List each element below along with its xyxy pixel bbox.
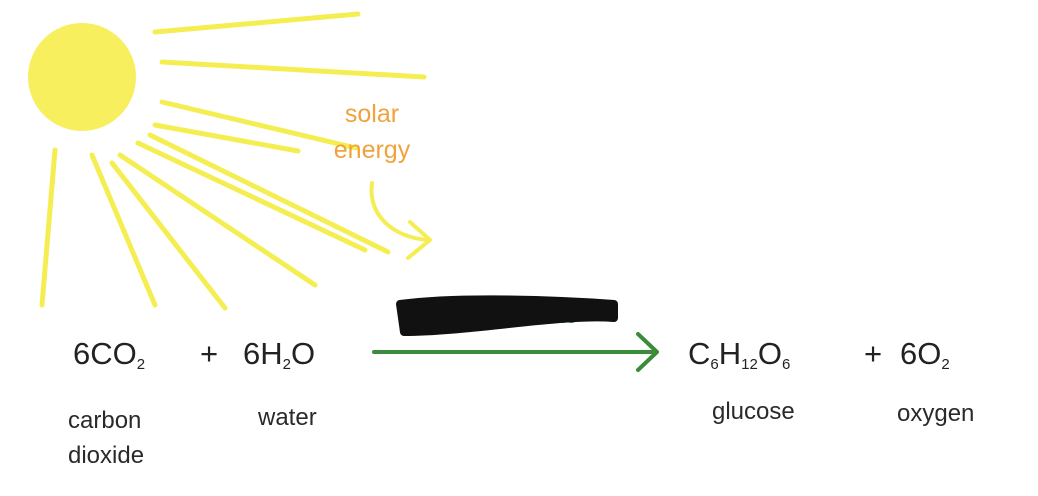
o2-formula: 6O2 [900,336,950,373]
glucose-c: C [688,336,711,371]
plus-sign: + [200,336,219,371]
glucose-label: glucose [712,398,795,425]
o2-subscript: 2 [941,356,950,373]
sun-ray [147,132,391,255]
sun-ray [89,152,158,308]
sun-ray [152,122,301,154]
plus-sign: + [864,336,883,371]
solar-energy-line2: energy [333,136,411,165]
glucose-o: O [757,336,782,371]
sun-ray [109,160,228,311]
glucose-formula: C6H12O6 [688,336,790,373]
sun-ray [152,11,361,35]
sun-ray [159,59,427,80]
glucose-h-subscript: 12 [741,356,758,373]
sun-ray [159,99,359,151]
h2o-coefficient: 6 [243,336,261,371]
co2-label-line2: dioxide [68,441,145,469]
reaction-arrow [372,332,659,372]
glucose-o-subscript: 6 [781,356,791,373]
h2o-subscript: 2 [282,356,291,373]
h2o-symbol-o: O [290,336,316,371]
water-label: water [258,404,317,431]
co2-subscript: 2 [136,356,146,373]
co2-coefficient: 6 [73,336,91,371]
o2-coefficient: 6 [900,336,918,371]
oxygen-label: oxygen [897,400,975,427]
solar-energy-arrow [369,181,432,260]
solar-energy-line1: solar [344,100,400,128]
co2-label-line1: carbon [68,407,142,434]
sun-icon [28,23,136,131]
sun-ray [39,147,58,308]
redaction-mark [396,295,618,336]
glucose-h: H [718,336,742,371]
sun-ray [135,140,368,253]
sun-rays [39,11,427,311]
co2-symbol: CO [90,336,137,371]
sun-ray [117,152,318,288]
h2o-formula: 6H2O [243,336,315,373]
co2-formula: 6CO2 [73,336,145,373]
o2-symbol: O [917,336,942,371]
solar-energy-label: solar energy [322,96,422,169]
co2-label: carbon dioxide [68,404,144,474]
glucose-c-subscript: 6 [710,356,719,373]
h2o-symbol-h: H [260,336,283,371]
